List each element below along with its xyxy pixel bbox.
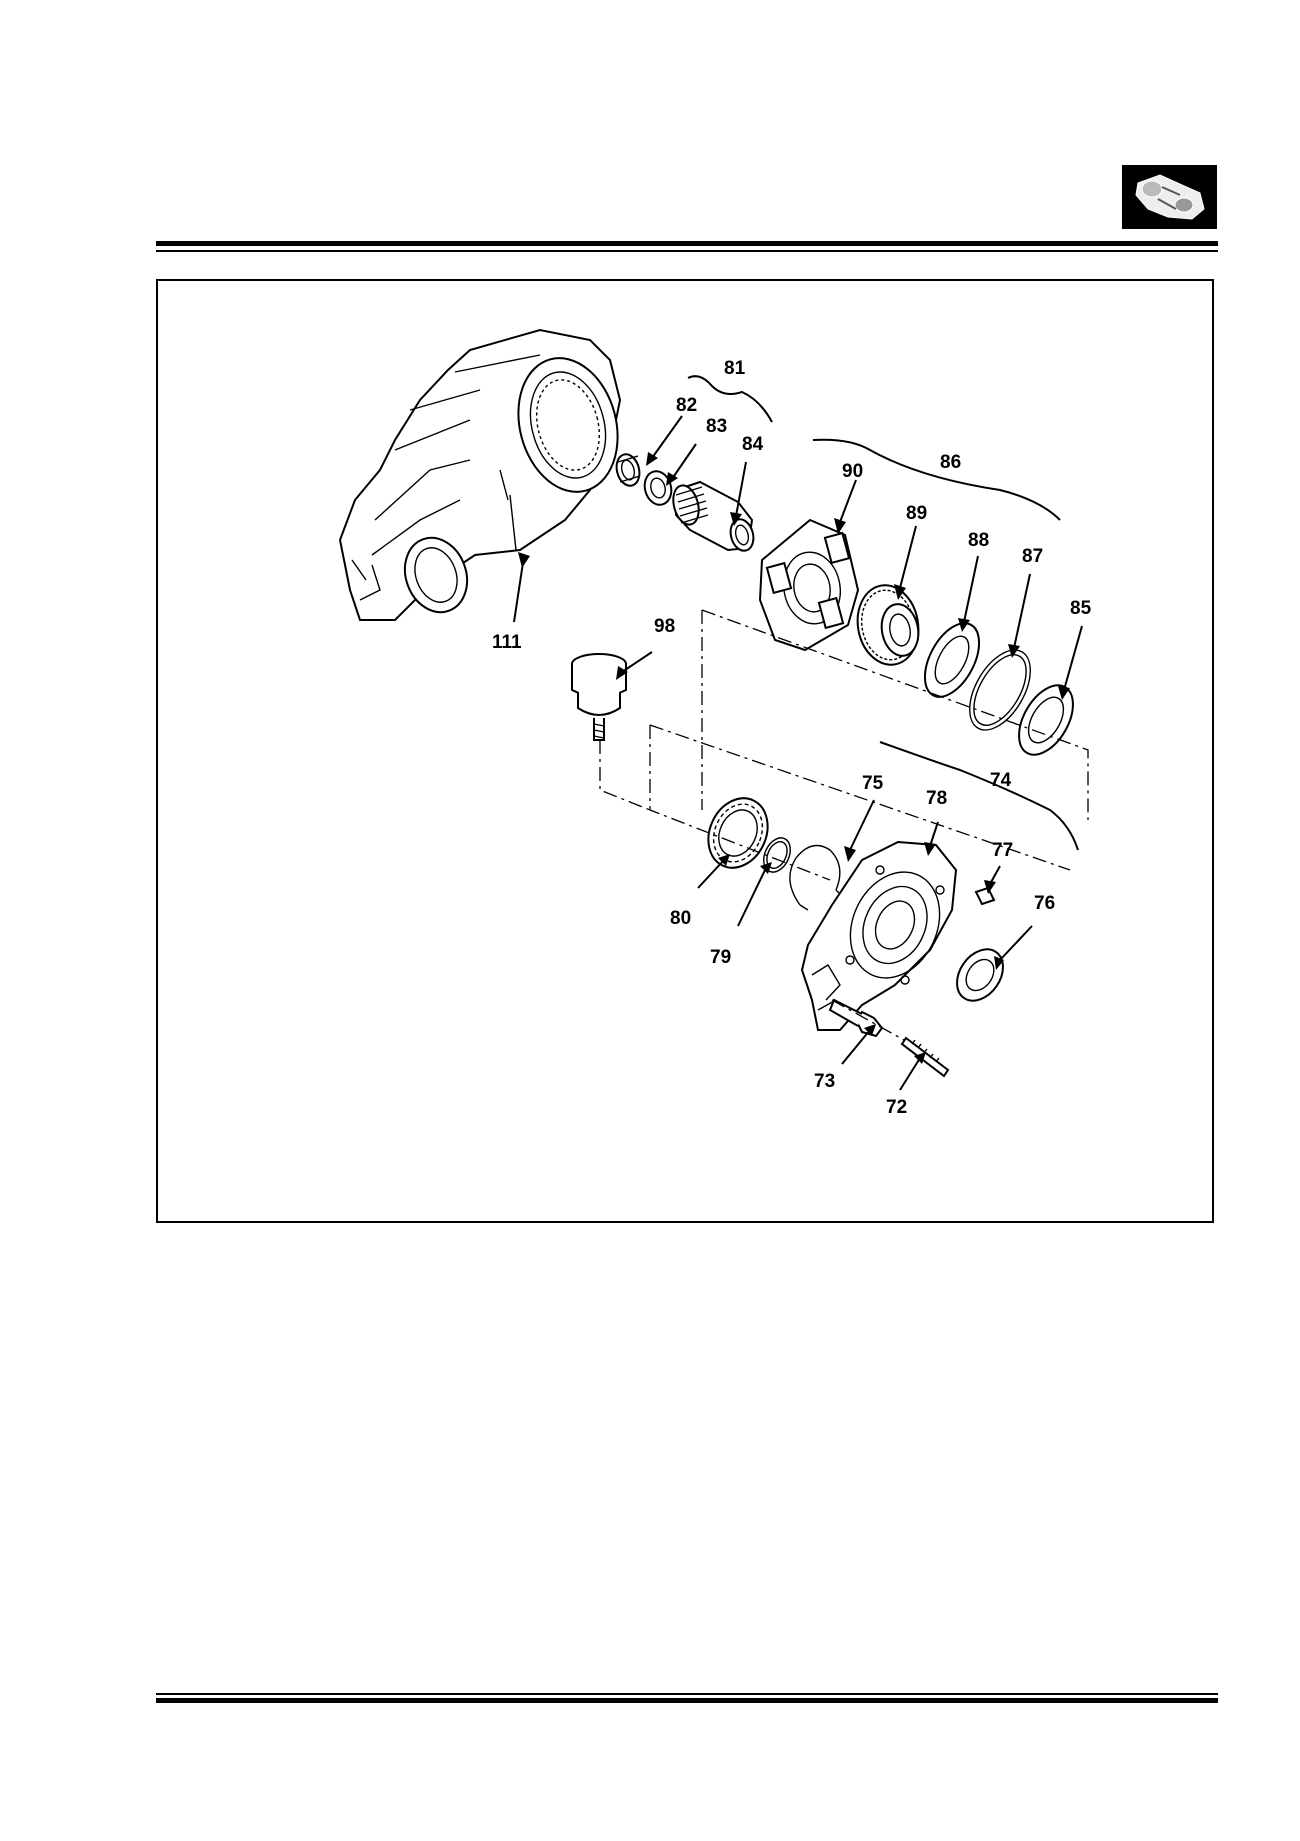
callout-89: 89 [906, 503, 927, 524]
callout-74: 74 [990, 770, 1012, 791]
callout-77: 77 [992, 840, 1013, 861]
callout-75: 75 [862, 773, 884, 794]
header-rule-thin [156, 250, 1218, 252]
circlip-87 [969, 649, 1031, 731]
assembly-lines [599, 609, 1089, 1041]
callout-90: 90 [842, 461, 863, 482]
bearing-83 [643, 470, 673, 506]
callout-72: 72 [886, 1097, 907, 1118]
callout-83: 83 [706, 416, 727, 437]
oil-seal-76 [956, 948, 1004, 1002]
footer-rule-thick [156, 1698, 1218, 1703]
transfer-box-icon [1135, 174, 1205, 220]
callout-80: 80 [670, 908, 691, 929]
bracket-74 [879, 741, 1079, 851]
callout-81: 81 [724, 358, 746, 379]
header-rule-thick [156, 241, 1218, 246]
figure-frame [156, 279, 1214, 1223]
casing-111 [338, 328, 622, 621]
callout-98: 98 [654, 616, 675, 637]
bracket-86 [812, 438, 1061, 521]
shaft-84 [672, 480, 755, 552]
stud-72 [900, 1036, 950, 1078]
callout-82: 82 [676, 395, 697, 416]
callout-78: 78 [926, 788, 947, 809]
callout-87: 87 [1022, 546, 1043, 567]
planet-carrier-90 [758, 518, 860, 652]
callout-76: 76 [1034, 893, 1055, 914]
output-housing-78 [800, 840, 958, 1031]
section-icon [1122, 165, 1217, 229]
speed-sensor-98 [571, 653, 627, 741]
bearing-82 [615, 453, 641, 487]
circlip-79 [763, 837, 791, 873]
callout-84: 84 [742, 434, 764, 455]
seal-85 [1018, 684, 1074, 756]
gear-89 [856, 584, 920, 666]
bolt-73 [828, 998, 884, 1038]
thrust-washer-88 [923, 622, 981, 698]
dowel-77 [974, 886, 996, 906]
footer-rule-thin [156, 1693, 1218, 1695]
bracket-81 [687, 375, 773, 423]
callout-85: 85 [1070, 598, 1092, 619]
callout-79: 79 [710, 947, 731, 968]
callout-86: 86 [940, 452, 961, 473]
leader-arrows [513, 415, 1083, 1091]
callout-111: 111 [492, 632, 522, 653]
callout-73: 73 [814, 1071, 835, 1092]
callout-88: 88 [968, 530, 989, 551]
